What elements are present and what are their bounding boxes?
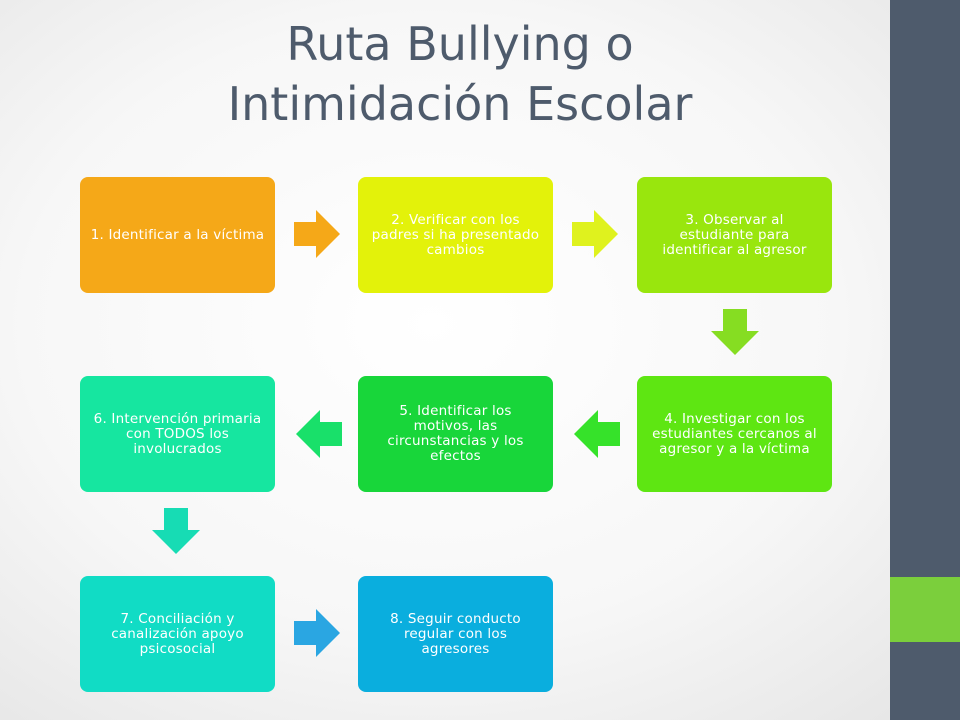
arrow-6-to-7 <box>152 508 200 554</box>
arrow-3-to-4 <box>711 309 759 355</box>
step-2-box: 2. Verificar con los padres si ha presen… <box>358 177 553 293</box>
arrow-4-to-5-shape <box>574 410 620 458</box>
step-4-label: 4. Investigar con los estudiantes cercan… <box>652 410 817 457</box>
step-8-label: 8. Seguir conducto regular con los agres… <box>390 610 521 657</box>
sidebar-accent <box>890 577 960 642</box>
step-3-label: 3. Observar al estudiante para identific… <box>662 211 807 258</box>
step-4-box: 4. Investigar con los estudiantes cercan… <box>637 376 832 492</box>
slide-title: Ruta Bullying o Intimidación Escolar <box>150 14 770 134</box>
arrow-2-to-3 <box>572 210 618 258</box>
step-1-label: 1. Identificar a la víctima <box>90 226 265 243</box>
title-line-2: Intimidación Escolar <box>227 77 693 131</box>
step-5-box: 5. Identificar los motivos, las circunst… <box>358 376 553 492</box>
arrow-2-to-3-shape <box>572 210 618 258</box>
step-1-box: 1. Identificar a la víctima <box>80 177 275 293</box>
arrow-1-to-2-shape <box>294 210 340 258</box>
arrow-4-to-5 <box>574 410 620 458</box>
arrow-7-to-8 <box>294 609 340 657</box>
arrow-7-to-8-shape <box>294 609 340 657</box>
step-2-label: 2. Verificar con los padres si ha presen… <box>371 211 540 258</box>
arrow-5-to-6 <box>296 410 342 458</box>
arrow-1-to-2 <box>294 210 340 258</box>
arrow-6-to-7-shape <box>152 508 200 554</box>
step-6-box: 6. Intervención primaria con TODOS los i… <box>80 376 275 492</box>
step-6-label: 6. Intervención primaria con TODOS los i… <box>93 410 262 457</box>
arrow-5-to-6-shape <box>296 410 342 458</box>
step-7-box: 7. Conciliación y canalización apoyo psi… <box>80 576 275 692</box>
step-5-label: 5. Identificar los motivos, las circunst… <box>387 403 524 464</box>
arrow-3-to-4-shape <box>711 309 759 355</box>
step-7-label: 7. Conciliación y canalización apoyo psi… <box>111 610 244 657</box>
step-8-box: 8. Seguir conducto regular con los agres… <box>358 576 553 692</box>
title-line-1: Ruta Bullying o <box>286 17 634 71</box>
step-3-box: 3. Observar al estudiante para identific… <box>637 177 832 293</box>
